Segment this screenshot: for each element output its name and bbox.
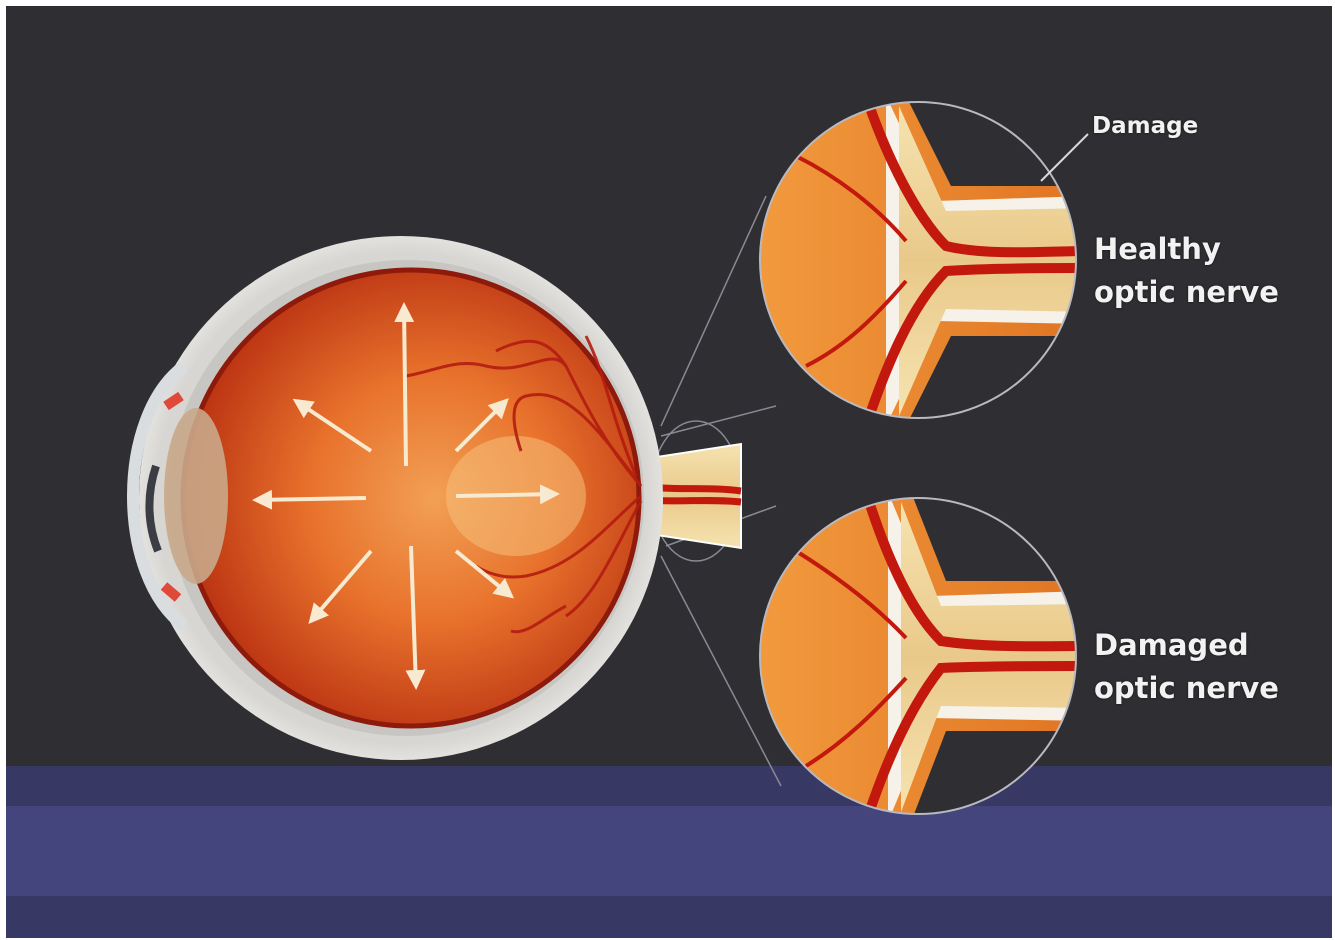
healthy-label-line2: optic nerve — [1094, 271, 1279, 314]
glaucoma-eye-diagram: Damage Healthy optic nerve Damaged optic… — [6, 6, 1332, 938]
healthy-nerve-magnification — [756, 96, 1088, 426]
healthy-label-line1: Healthy — [1094, 228, 1279, 271]
diagram-canvas — [6, 6, 1332, 938]
eyeball — [133, 236, 663, 760]
damaged-label-line2: optic nerve — [1094, 667, 1279, 710]
healthy-optic-nerve-label: Healthy optic nerve — [1094, 228, 1279, 314]
background-band — [6, 766, 1332, 938]
damaged-label-line1: Damaged — [1094, 624, 1279, 667]
damaged-optic-nerve-label: Damaged optic nerve — [1094, 624, 1279, 710]
damage-label: Damage — [1092, 113, 1198, 139]
